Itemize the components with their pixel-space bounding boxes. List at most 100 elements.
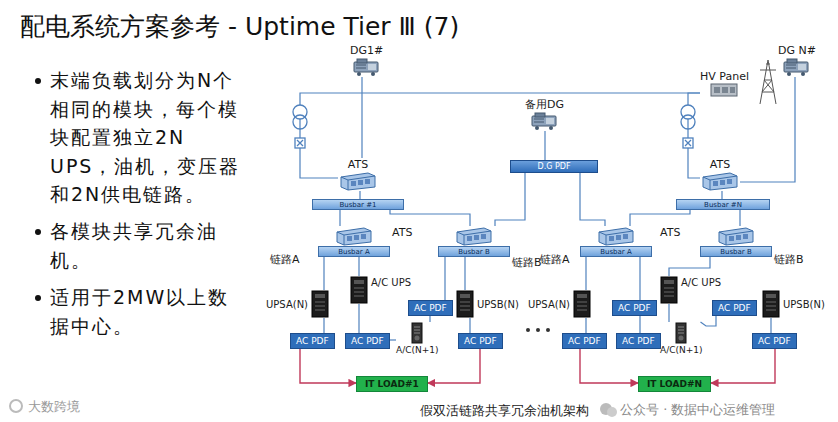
graphic-part bbox=[763, 291, 779, 317]
graphic-part bbox=[720, 180, 725, 185]
node-label: AC PDF bbox=[464, 336, 497, 346]
figure-caption: 假双活链路共享冗余油机架构 bbox=[420, 402, 589, 420]
ats-symbol bbox=[338, 171, 378, 191]
graphic-part bbox=[664, 296, 674, 297]
graphic-part bbox=[766, 310, 776, 311]
connector bbox=[359, 191, 360, 199]
connector bbox=[444, 257, 445, 300]
graphic-part bbox=[354, 280, 364, 284]
graphic-part bbox=[10, 400, 22, 412]
connector bbox=[585, 257, 586, 290]
graphic-part bbox=[315, 306, 325, 307]
graphic-part bbox=[678, 333, 684, 334]
cabinet-symbol bbox=[456, 290, 474, 318]
graphic-part bbox=[460, 294, 470, 298]
ats-switch: ATS bbox=[700, 158, 740, 191]
graphic-part bbox=[457, 228, 491, 245]
generator: DG1# bbox=[350, 44, 383, 77]
pdf-box: AC PDF bbox=[612, 300, 657, 316]
graphic-part bbox=[365, 179, 370, 184]
graphic-part bbox=[722, 87, 728, 93]
graphic-part bbox=[368, 64, 376, 70]
connector bbox=[390, 339, 396, 340]
bullet-text: 末端负载划分为N个相同的模块，每个模块配置独立2N UPS，油机，变压器和2N供… bbox=[50, 66, 242, 209]
ups-cabinet: UPSB(N) bbox=[456, 290, 519, 318]
graphic-part bbox=[736, 235, 741, 240]
graphic-part bbox=[358, 180, 363, 185]
node-label: AC PDF bbox=[622, 336, 655, 346]
node-label: DG N# bbox=[778, 44, 816, 57]
node-label: AC PDF bbox=[568, 336, 601, 346]
node-label: Busbar #N bbox=[704, 201, 742, 209]
busbar: Busbar #1 bbox=[312, 199, 404, 210]
path-label: 链路A bbox=[270, 252, 300, 267]
pdf-box: AC PDF bbox=[345, 333, 390, 349]
bullet-dot bbox=[35, 78, 41, 84]
ac-symbol bbox=[411, 322, 423, 344]
it-load-box: IT LOAD#1 bbox=[356, 376, 428, 392]
busbar-bar: D.G PDF bbox=[510, 160, 598, 173]
graphic-part bbox=[412, 323, 422, 343]
graphic-part bbox=[683, 138, 693, 148]
busbar-bar: Busbar #1 bbox=[312, 199, 404, 210]
pdf-box: AC PDF bbox=[712, 300, 757, 316]
connector bbox=[358, 304, 359, 333]
graphic-part bbox=[664, 288, 674, 289]
bullet-dot bbox=[35, 229, 41, 235]
ats-busbar: Busbar A bbox=[580, 226, 652, 257]
graphic-part bbox=[414, 327, 420, 328]
graphic-part bbox=[457, 291, 473, 317]
graphic-part bbox=[786, 68, 796, 69]
graphic-part bbox=[577, 306, 587, 307]
connector bbox=[469, 318, 470, 333]
busbar-bar: Busbar B bbox=[700, 246, 772, 257]
graphic-part bbox=[415, 336, 420, 341]
graphic-part bbox=[703, 176, 737, 190]
connector bbox=[300, 349, 356, 383]
watermark: 大数跨境 bbox=[28, 398, 80, 416]
node-label: Busbar B bbox=[458, 248, 490, 256]
connector bbox=[669, 257, 710, 276]
node-label: Busbar #1 bbox=[339, 201, 376, 209]
watermark: 公众号 · 数据中心运维管理 bbox=[620, 401, 775, 419]
pdf-box: AC PDF bbox=[458, 333, 503, 349]
graphic-part bbox=[351, 277, 367, 303]
graphic-part bbox=[341, 176, 375, 190]
busbar-bar: Busbar #N bbox=[676, 199, 770, 210]
graphic-part bbox=[787, 59, 797, 63]
connector bbox=[580, 173, 605, 226]
graphic-part bbox=[730, 87, 735, 93]
connector bbox=[429, 316, 430, 322]
it-load-box: IT LOAD#N bbox=[638, 376, 711, 392]
connector bbox=[639, 316, 640, 333]
dg-pdf-bar: D.G PDF bbox=[510, 160, 598, 173]
ac-unit: A/C(N+1) bbox=[660, 322, 703, 357]
graphic-part bbox=[719, 228, 753, 245]
busbar-bar: Busbar A bbox=[318, 246, 390, 257]
generator: 备用DG bbox=[525, 98, 564, 131]
graphic-part bbox=[678, 327, 684, 328]
node-label: AC PDF bbox=[351, 336, 384, 346]
graphic-part bbox=[760, 60, 776, 104]
graphic-part bbox=[457, 231, 491, 245]
ats-symbol bbox=[700, 171, 740, 191]
cabinet-symbol bbox=[762, 290, 780, 318]
graphic-part bbox=[678, 330, 684, 331]
graphic-part bbox=[713, 181, 718, 186]
graphic-part bbox=[467, 236, 472, 241]
graphic-part bbox=[315, 294, 325, 298]
transformer-symbol bbox=[293, 105, 695, 148]
connector bbox=[323, 318, 324, 333]
graphic-part bbox=[714, 87, 720, 93]
bullet-text: 适用于2MW以上数据中心。 bbox=[50, 283, 242, 340]
graphic-part bbox=[577, 310, 587, 311]
node-label: ATS bbox=[348, 158, 368, 171]
connector bbox=[668, 304, 669, 322]
graphic-part bbox=[787, 72, 791, 76]
node-label: A/C(N+1) bbox=[660, 344, 703, 357]
graphic-part bbox=[599, 231, 633, 245]
generator-symbol bbox=[782, 57, 812, 77]
ups-cabinet: UPSA(N) bbox=[266, 290, 329, 318]
